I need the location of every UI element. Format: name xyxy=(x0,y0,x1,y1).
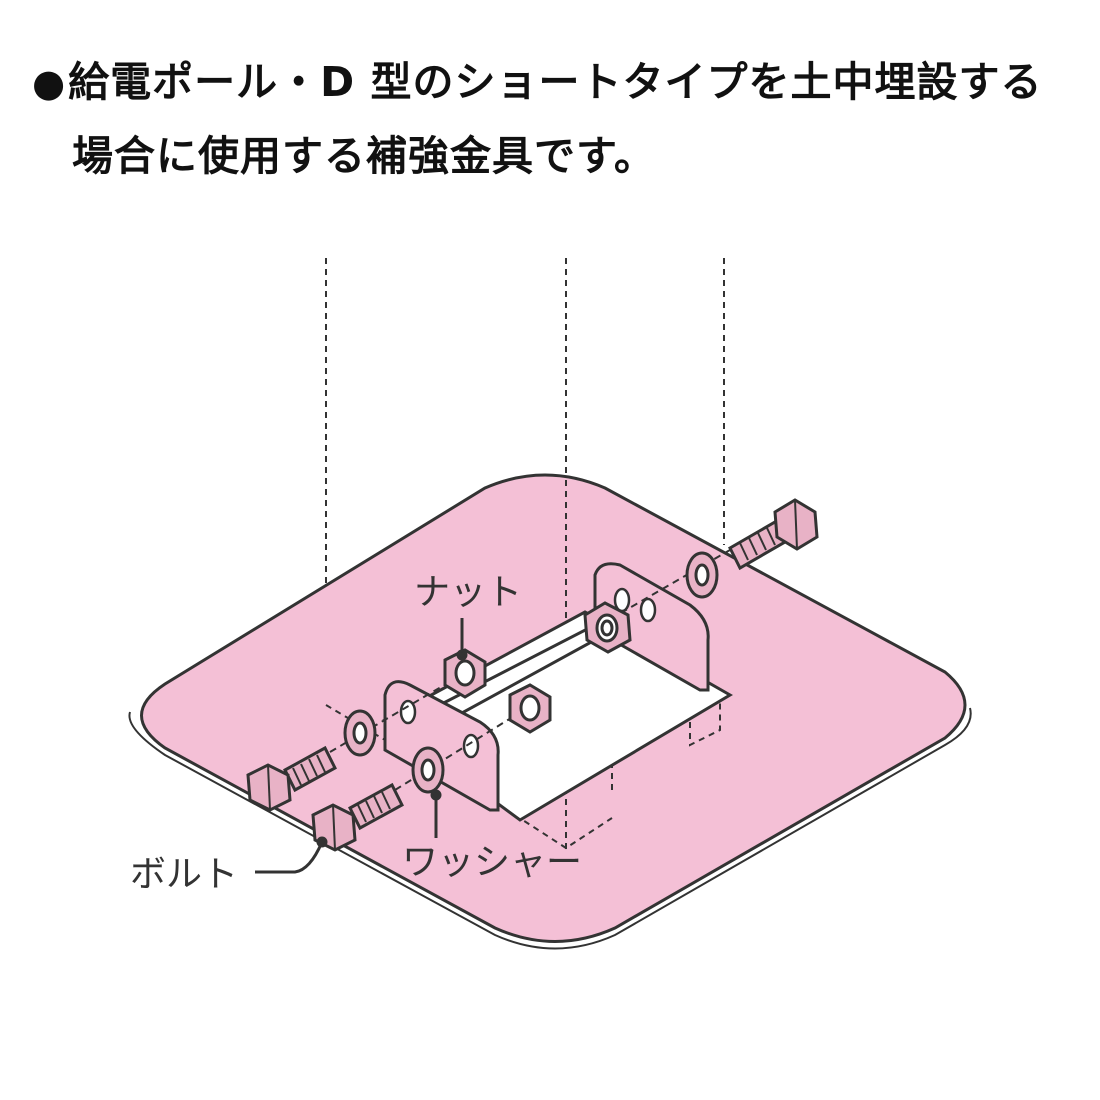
flange-holes xyxy=(399,587,657,759)
callout-leaders xyxy=(255,618,468,874)
nut-upper xyxy=(443,648,487,699)
heading-text-1: 給電ポール・D 型のショートタイプを土中埋設する xyxy=(68,58,1043,106)
bolt-label: ボルト xyxy=(130,854,238,895)
heading-line-1: ●給電ポール・D 型のショートタイプを土中埋設する xyxy=(32,48,1042,108)
nut-right xyxy=(583,601,632,654)
bolt-upper-left xyxy=(246,745,337,812)
nut-middle xyxy=(508,683,552,734)
washer-upper-left xyxy=(343,709,377,757)
washer-right xyxy=(685,551,719,599)
washer-label: ワッシャー xyxy=(402,842,582,883)
nut-label: ナット xyxy=(414,572,522,613)
washer-lower-left xyxy=(411,746,445,794)
pole-outline-dashed xyxy=(325,258,725,705)
heading-line-2: 場合に使用する補強金具です。 xyxy=(72,132,656,180)
bullet-icon: ● xyxy=(32,61,67,105)
bolt-right xyxy=(728,498,819,571)
